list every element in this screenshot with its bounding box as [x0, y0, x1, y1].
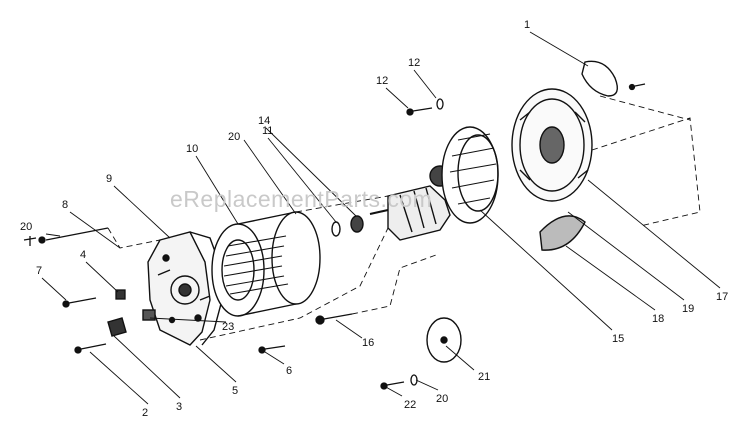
- callout-14: 14: [258, 115, 270, 127]
- callout-3: 3: [176, 401, 182, 413]
- callout-15: 15: [612, 333, 624, 345]
- callout-5: 5: [232, 385, 238, 397]
- end-disc: [426, 317, 462, 363]
- callout-8: 8: [62, 199, 68, 211]
- callout-7: 7: [36, 265, 42, 277]
- cooling-fan: [441, 126, 499, 224]
- callout-12a: 12: [376, 75, 388, 87]
- watermark-text: eReplacementParts.com: [170, 186, 433, 212]
- assembly-dashed-lines: [107, 95, 701, 341]
- air-grille: [539, 215, 586, 251]
- top-cover-plate: [581, 60, 618, 97]
- callout-4: 4: [80, 249, 86, 261]
- callout-21: 21: [478, 371, 490, 383]
- callout-18: 18: [652, 313, 664, 325]
- callout-10: 10: [186, 143, 198, 155]
- callout-23: 23: [222, 321, 234, 333]
- callout-labels: 1 2 3 4 5 6 7 8 9 10 11 12 12 14 15 16 1…: [20, 19, 728, 419]
- callout-20-top: 20: [228, 131, 240, 143]
- cover-plate: [107, 317, 127, 337]
- leader-lines: [41, 31, 721, 405]
- callout-19: 19: [682, 303, 694, 315]
- callout-17: 17: [716, 291, 728, 303]
- callout-12b: 12: [408, 57, 420, 69]
- callout-22: 22: [404, 399, 416, 411]
- callout-16: 16: [362, 337, 374, 349]
- stator: [211, 211, 321, 317]
- callout-20-left: 20: [20, 221, 32, 233]
- callout-1: 1: [524, 19, 530, 31]
- callout-2: 2: [142, 407, 148, 419]
- thrust-washer: [331, 215, 364, 237]
- front-end-bell: [147, 231, 223, 346]
- bearing-block: [142, 309, 156, 321]
- callout-9: 9: [106, 173, 112, 185]
- callout-20-bottom: 20: [436, 393, 448, 405]
- callout-6: 6: [286, 365, 292, 377]
- callout-11: 11: [262, 125, 273, 137]
- rear-end-bell: [511, 88, 593, 202]
